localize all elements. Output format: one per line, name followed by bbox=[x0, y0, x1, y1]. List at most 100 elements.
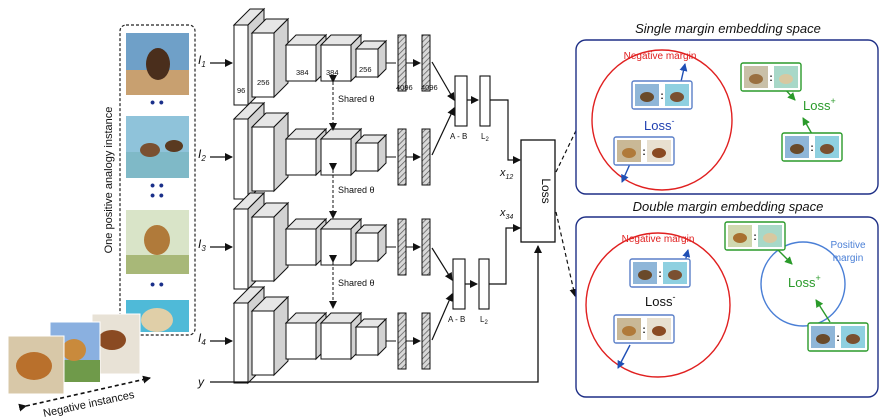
pair-pos-upper-1: : bbox=[740, 62, 802, 92]
fc-layer-6 bbox=[397, 218, 407, 276]
label-y: y bbox=[197, 375, 205, 389]
layer-dimension-labels: 96 256 384 384 256 4096 4096 bbox=[237, 65, 438, 95]
input-label-i4: I4 bbox=[198, 331, 206, 347]
x34-label: x34 bbox=[499, 207, 513, 221]
image-rider-horse bbox=[126, 33, 189, 95]
input-arrows bbox=[210, 59, 233, 345]
negative-margin-label-2: Negative margin bbox=[622, 234, 695, 245]
dim-4096b: 4096 bbox=[421, 83, 438, 92]
conv-layer-4 bbox=[319, 311, 363, 361]
single-margin-panel: Single margin embedding space Negative m… bbox=[575, 21, 879, 195]
single-margin-title: Single margin embedding space bbox=[635, 21, 821, 36]
shared-theta-label-1: Shared θ bbox=[338, 94, 375, 104]
cnn-branch-4 bbox=[232, 285, 431, 385]
double-margin-title: Double margin embedding space bbox=[633, 199, 824, 214]
fc-layer-6 bbox=[397, 128, 407, 186]
conv-layer-4 bbox=[319, 217, 363, 267]
negative-margin-circle-2 bbox=[585, 232, 731, 378]
diff-label-top: A - B bbox=[450, 132, 467, 141]
conv-layer-2 bbox=[250, 17, 290, 99]
conv-layer-2 bbox=[250, 111, 290, 193]
dim-384a: 384 bbox=[296, 68, 309, 77]
conv-layer-2 bbox=[250, 295, 290, 377]
x12-label: x12 bbox=[499, 167, 513, 181]
image-horse-water bbox=[126, 116, 189, 178]
shared-theta-label-2: Shared θ bbox=[338, 185, 375, 195]
pair-pos-upper-2: : bbox=[724, 221, 786, 251]
l2-label-bottom: L2 bbox=[480, 315, 488, 326]
conv-layer-5 bbox=[354, 223, 388, 263]
loss-block: Loss bbox=[210, 111, 586, 383]
loss-minus-label-2: Loss- bbox=[645, 292, 675, 309]
pair-neg-lower-2: : bbox=[613, 314, 675, 344]
neg-image-dog-lying bbox=[7, 335, 65, 395]
conv-layer-5 bbox=[354, 133, 388, 173]
conv-layer-5 bbox=[354, 317, 388, 357]
diff-block-bottom bbox=[452, 258, 466, 310]
loss-plus-label-2: Loss+ bbox=[788, 273, 821, 290]
top-pair-ops: A - B L2 x12 bbox=[431, 61, 521, 181]
dim-96: 96 bbox=[237, 86, 245, 95]
l2-block-bottom bbox=[478, 258, 490, 310]
pair-separator: : bbox=[642, 325, 645, 336]
positive-instance-label: One positive analogy instance bbox=[103, 107, 115, 254]
dim-384b: 384 bbox=[326, 68, 339, 77]
loss-plus-label-1: Loss+ bbox=[803, 96, 836, 113]
pair-pos-lower-2: : bbox=[807, 322, 869, 352]
loss-minus-label-1: Loss- bbox=[644, 116, 674, 133]
pair-separator: : bbox=[642, 147, 645, 158]
y-arrow bbox=[210, 245, 542, 383]
l2-label-top: L2 bbox=[481, 132, 489, 143]
diff-block-top bbox=[454, 75, 468, 127]
negative-double-arrow bbox=[18, 375, 151, 412]
pair-separator: : bbox=[836, 333, 839, 344]
dim-256b: 256 bbox=[359, 65, 372, 74]
loss-label: Loss bbox=[539, 178, 553, 203]
ellipsis-dots-1: • • bbox=[150, 94, 164, 110]
pair-separator: : bbox=[769, 73, 772, 84]
image-pair-thumbnails: :::::::: bbox=[613, 62, 869, 352]
dim-256a: 256 bbox=[257, 78, 270, 87]
image-dog-running bbox=[126, 210, 189, 274]
positive-margin-label-2: margin bbox=[833, 253, 864, 264]
negative-margin-label-1: Negative margin bbox=[624, 51, 697, 62]
cnn-branch-3 bbox=[232, 191, 431, 291]
cnn-branches bbox=[232, 7, 431, 385]
pair-separator: : bbox=[753, 232, 756, 243]
pair-neg-upper-1: : bbox=[631, 80, 693, 110]
fc-layer-7 bbox=[421, 34, 431, 92]
fc-layer-7 bbox=[421, 218, 431, 276]
pair-neg-upper-2: : bbox=[629, 258, 691, 288]
diff-label-bottom: A - B bbox=[448, 315, 465, 324]
ellipsis-dots-2b: • • bbox=[150, 187, 164, 203]
cnn-branch-1 bbox=[232, 7, 431, 107]
negative-margin-circle-1 bbox=[591, 49, 733, 191]
shared-weights: Shared θ Shared θ Shared θ bbox=[329, 75, 375, 309]
conv-layer-3 bbox=[284, 217, 328, 267]
l2-block-top bbox=[479, 75, 491, 127]
pair-separator: : bbox=[658, 269, 661, 280]
conv-layer-5 bbox=[354, 39, 388, 79]
negative-instances: Negative instances bbox=[7, 313, 151, 419]
fc-layer-7 bbox=[421, 312, 431, 370]
input-label-i1: I1 bbox=[198, 53, 206, 69]
pair-separator: : bbox=[660, 91, 663, 102]
dim-4096a: 4096 bbox=[396, 83, 413, 92]
ellipsis-dots-2a: • • bbox=[150, 177, 164, 193]
input-label-i2: I2 bbox=[198, 147, 206, 163]
cnn-branch-2 bbox=[232, 101, 431, 201]
input-labels: I1 I2 I3 I4 y bbox=[197, 53, 206, 389]
fc-layer-6 bbox=[397, 312, 407, 370]
pair-neg-lower-1: : bbox=[613, 136, 675, 166]
pair-pos-lower-1: : bbox=[781, 132, 843, 162]
input-label-i3: I3 bbox=[198, 237, 206, 253]
pair-separator: : bbox=[810, 143, 813, 154]
shared-theta-label-3: Shared θ bbox=[338, 278, 375, 288]
conv-layer-3 bbox=[284, 311, 328, 361]
conv-layer-4 bbox=[319, 127, 363, 177]
ellipsis-dots-3: • • bbox=[150, 276, 164, 292]
positive-margin-label-1: Positive bbox=[830, 240, 865, 251]
bottom-pair-ops: A - B L2 x34 bbox=[431, 207, 521, 341]
fc-layer-7 bbox=[421, 128, 431, 186]
